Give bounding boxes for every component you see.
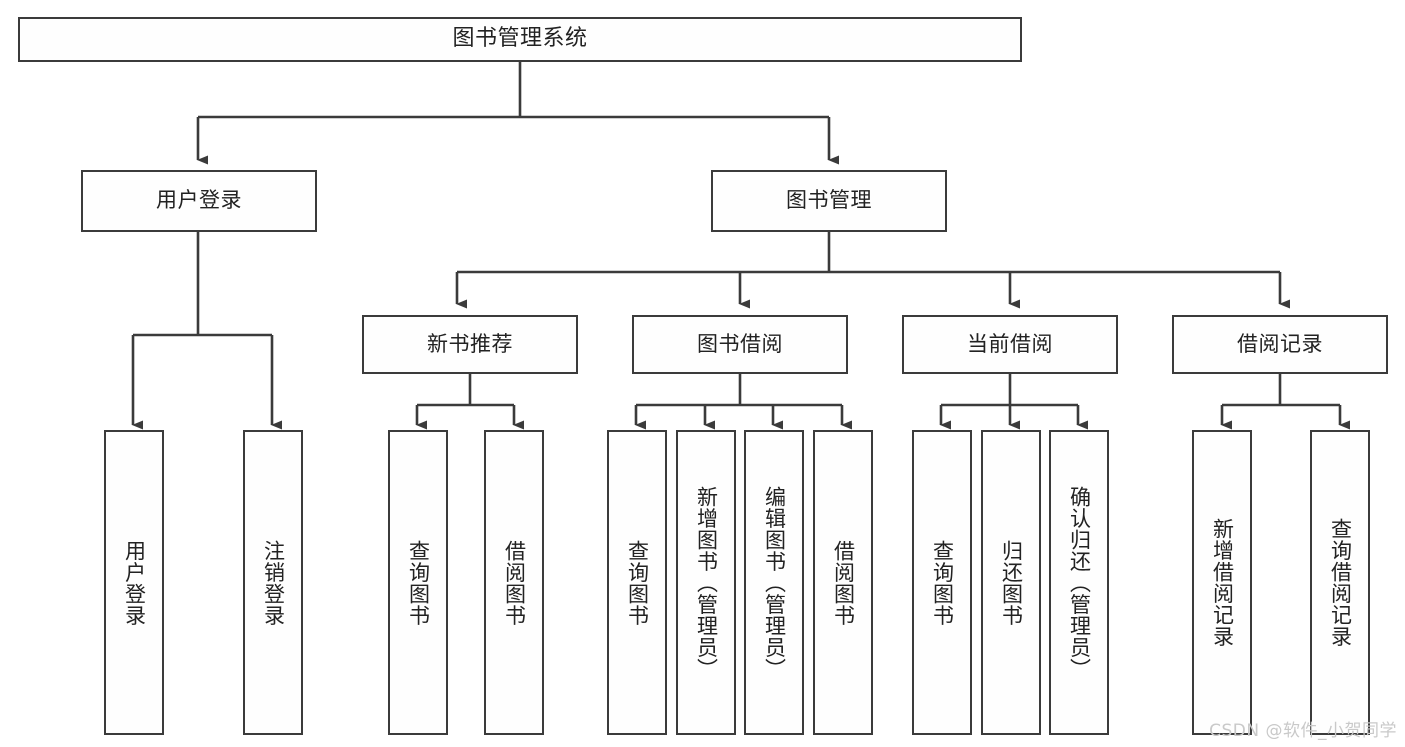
- node-book-management: 图书管理: [711, 170, 947, 232]
- node-label: 用户登录: [156, 188, 242, 213]
- node-new-book-recommend: 新书推荐: [362, 315, 578, 374]
- node-label: 用户登录: [122, 539, 147, 626]
- node-label: 图书借阅: [697, 331, 783, 356]
- node-label: 借阅图书: [831, 539, 856, 626]
- leaf-borrow-borrow-book: 借阅图书: [813, 430, 873, 735]
- leaf-user-logout: 注销登录: [243, 430, 303, 735]
- node-book-borrow: 图书借阅: [632, 315, 848, 374]
- watermark: CSDN @软件_小贺同学: [1209, 721, 1397, 741]
- leaf-current-return-book: 归还图书: [981, 430, 1041, 735]
- node-label: 归还图书: [999, 539, 1024, 626]
- node-label: 新书推荐: [427, 331, 513, 356]
- leaf-record-add-record: 新增借阅记录: [1192, 430, 1252, 735]
- leaf-current-confirm-return-admin: 确认归还（管理员）: [1049, 430, 1109, 735]
- node-label: 编辑图书（管理员）: [762, 485, 787, 680]
- leaf-newbook-query-book: 查询图书: [388, 430, 448, 735]
- leaf-current-query-book: 查询图书: [912, 430, 972, 735]
- leaf-borrow-add-book-admin: 新增图书（管理员）: [676, 430, 736, 735]
- node-label: 图书管理: [786, 188, 872, 213]
- leaf-borrow-query-book: 查询图书: [607, 430, 667, 735]
- node-label: 图书管理系统: [452, 26, 588, 52]
- node-label: 确认归还（管理员）: [1067, 485, 1092, 680]
- node-label: 查询图书: [406, 539, 431, 626]
- node-label: 新增借阅记录: [1210, 518, 1235, 647]
- node-label: 注销登录: [261, 539, 286, 626]
- leaf-newbook-borrow-book: 借阅图书: [484, 430, 544, 735]
- leaf-borrow-edit-book-admin: 编辑图书（管理员）: [744, 430, 804, 735]
- node-label: 借阅图书: [502, 539, 527, 626]
- node-root-system: 图书管理系统: [18, 17, 1022, 62]
- node-label: 查询借阅记录: [1328, 518, 1353, 647]
- node-label: 查询图书: [625, 539, 650, 626]
- node-current-borrow: 当前借阅: [902, 315, 1118, 374]
- leaf-record-query-record: 查询借阅记录: [1310, 430, 1370, 735]
- leaf-user-login: 用户登录: [104, 430, 164, 735]
- node-user-login: 用户登录: [81, 170, 317, 232]
- node-label: 查询图书: [930, 539, 955, 626]
- node-label: 借阅记录: [1237, 331, 1323, 356]
- node-borrow-record: 借阅记录: [1172, 315, 1388, 374]
- node-label: 当前借阅: [967, 331, 1053, 356]
- node-label: 新增图书（管理员）: [694, 485, 719, 680]
